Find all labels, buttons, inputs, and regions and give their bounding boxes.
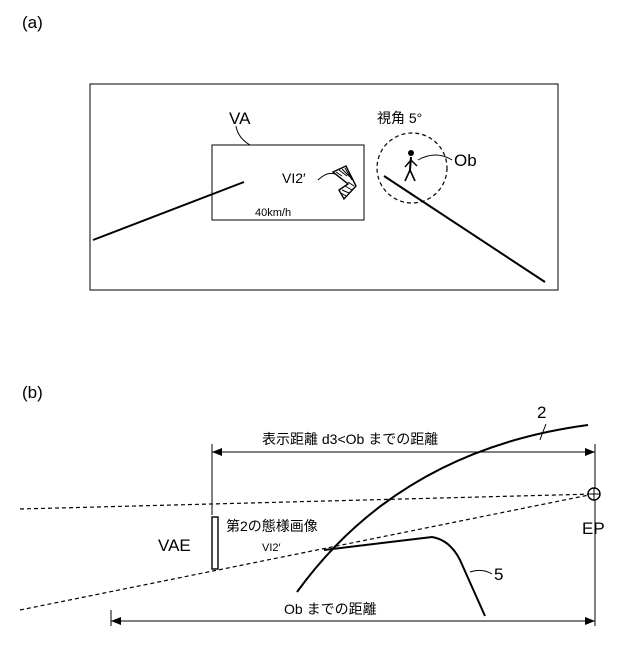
ob-label: Ob [454,151,477,170]
object-distance-label: Ob までの距離 [284,601,377,617]
second-mode-image-arrow [333,166,356,199]
road-line-right [384,176,545,282]
display-distance-label: 表示距離 d3<Ob までの距離 [262,431,438,447]
display-distance-dimension [212,448,595,456]
eye-point-icon [588,488,600,500]
va-leader-line [236,126,250,145]
vi2-label-b: VI2′ [262,542,281,554]
object-distance-dimension [111,617,595,625]
ref-5-label: 5 [494,565,503,584]
vi2-label-a: VI2′ [282,170,306,186]
virtual-area-vae [212,517,218,569]
view-angle-circle [377,133,447,203]
ref-2-label: 2 [537,403,546,422]
panel-a-label: (a) [22,13,43,32]
upper-sight-line [20,494,594,509]
va-label: VA [229,109,251,128]
vae-label: VAE [158,536,191,555]
speed-text: 40km/h [255,207,291,219]
ref-5-leader [470,570,492,574]
lower-sight-line [20,494,594,610]
second-mode-label: 第2の態様画像 [226,518,318,534]
panel-b-label: (b) [22,383,43,402]
road-line-left [93,182,244,240]
display-frame [90,84,558,290]
windshield-curve [297,425,588,592]
panel-b: (b) 表示距離 d3<Ob までの距離 Ob までの距離 2 5 [20,383,605,626]
view-angle-label: 視角 5° [377,110,422,126]
pedestrian-icon [405,150,417,181]
panel-a: (a) VA VI2′ 40km/h 視角 5° [22,13,558,290]
ob-leader-line [418,155,452,160]
ep-label: EP [582,519,605,538]
